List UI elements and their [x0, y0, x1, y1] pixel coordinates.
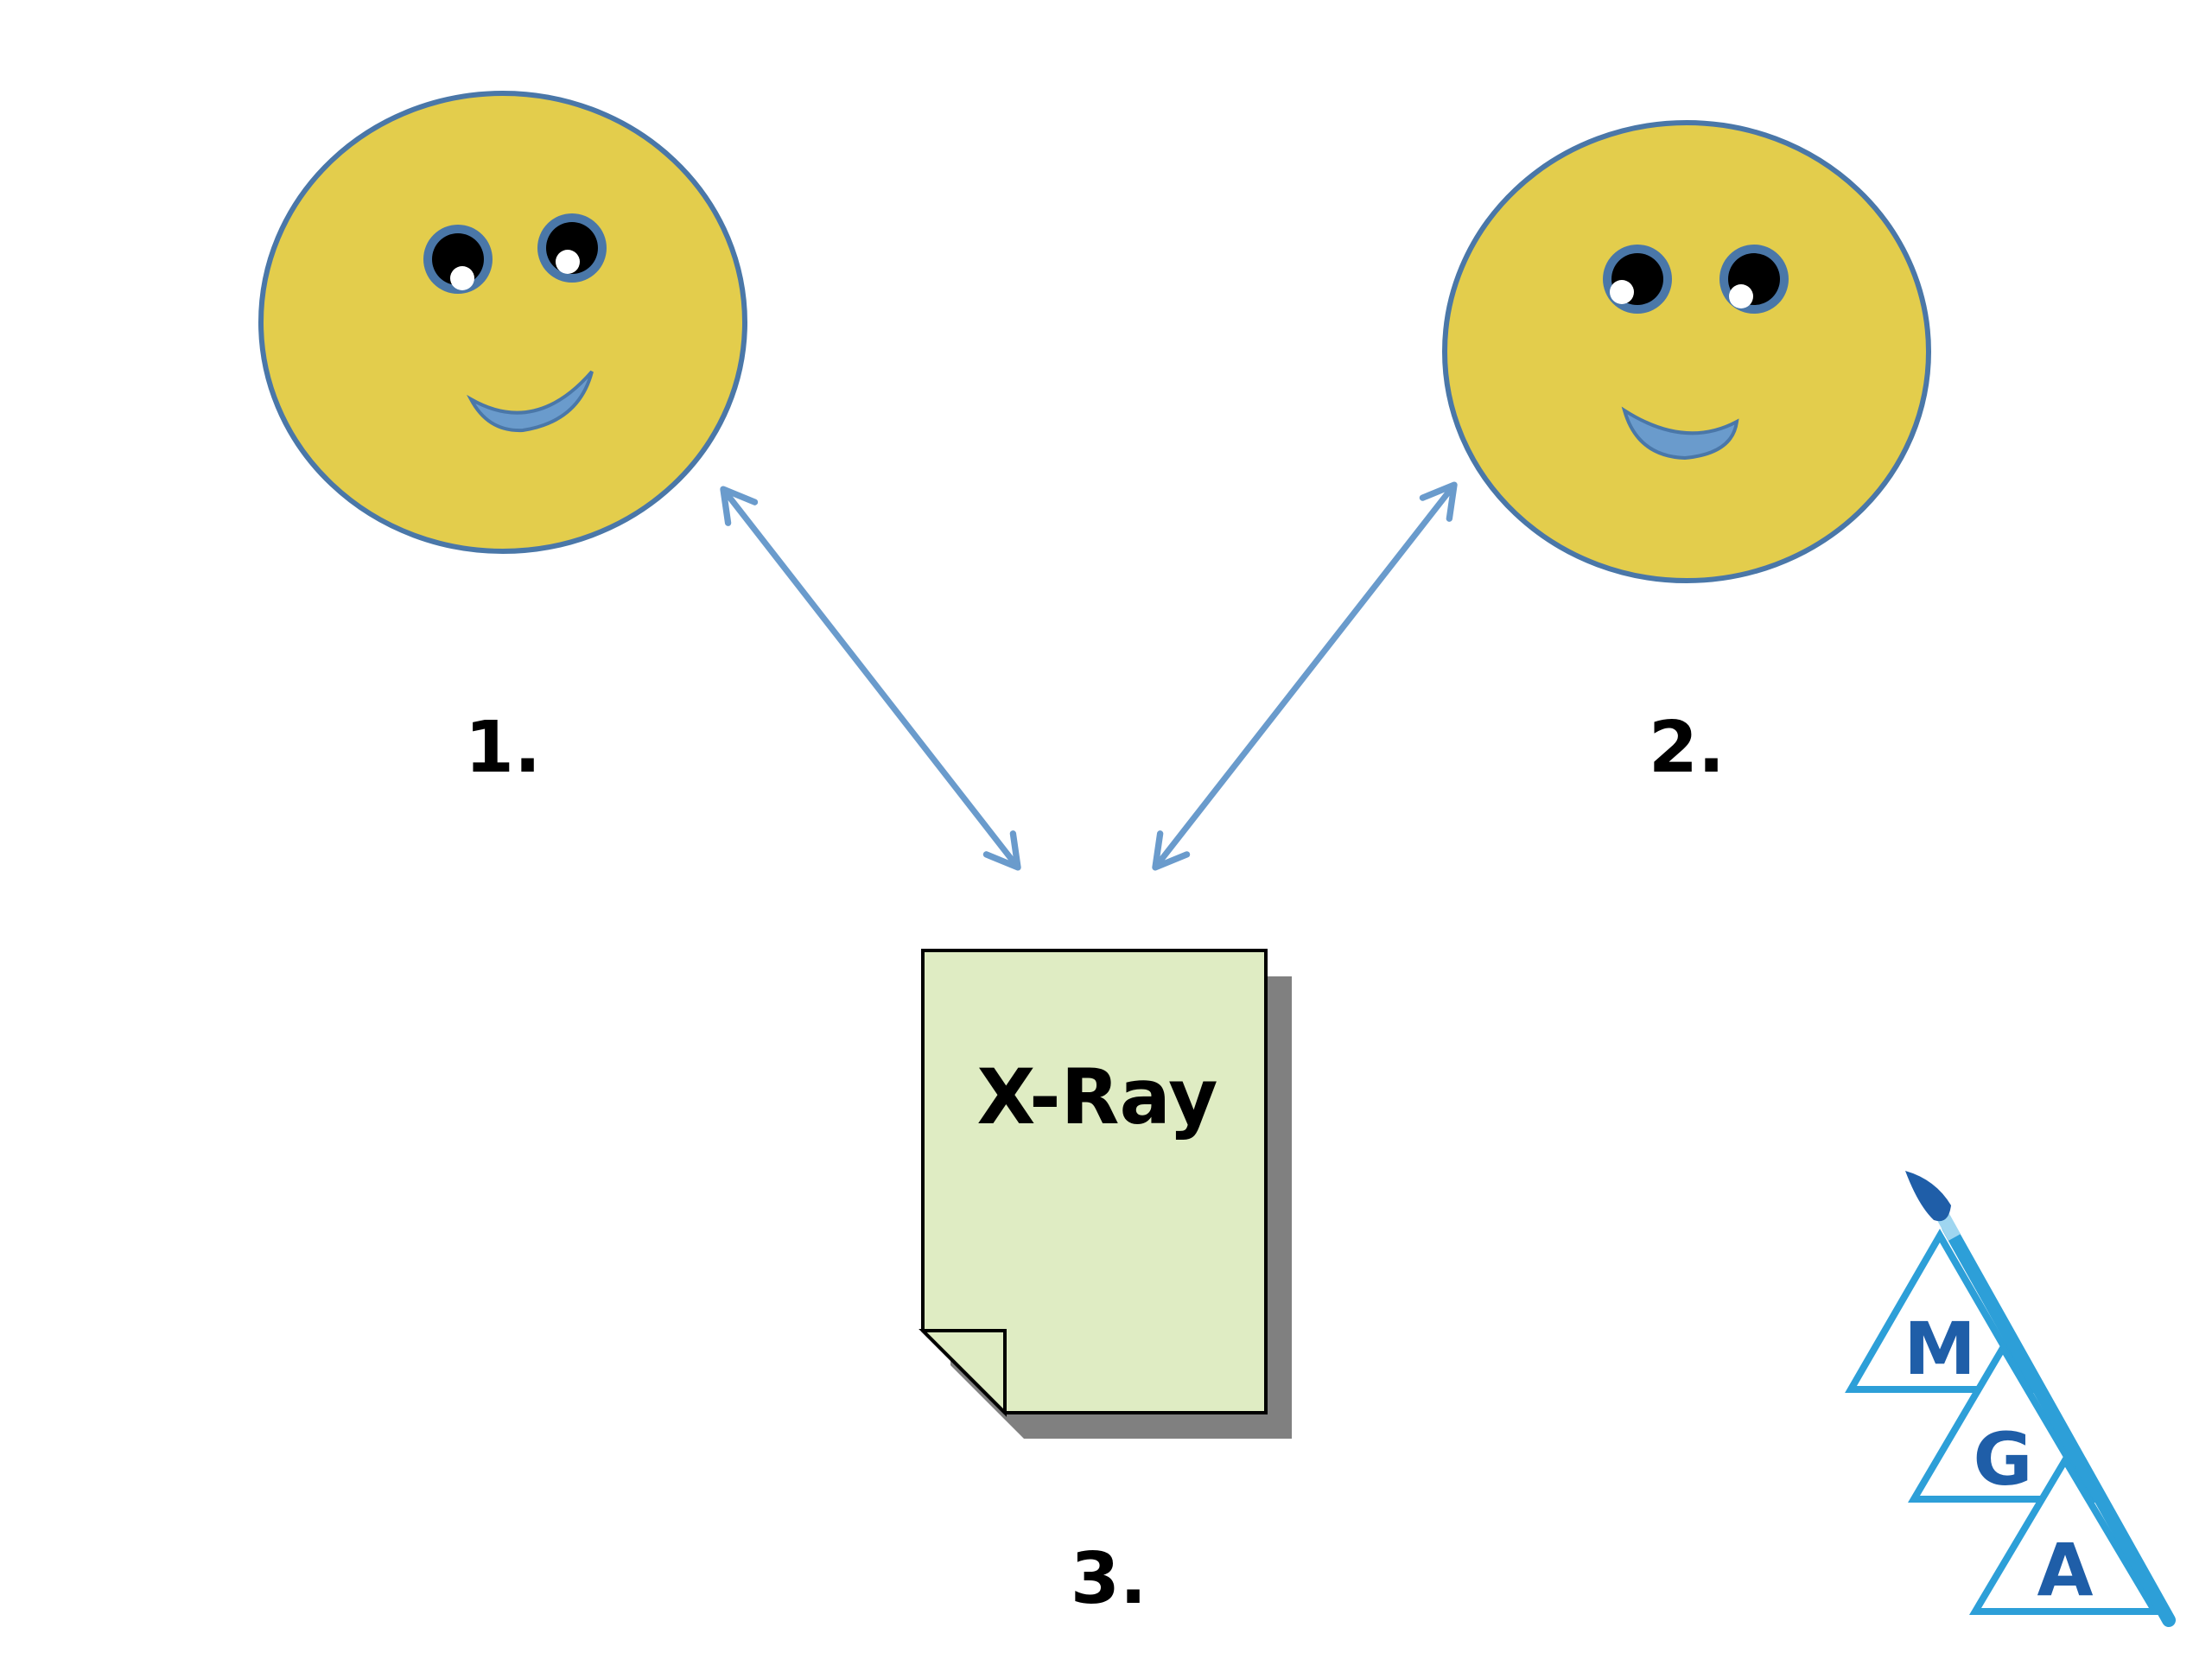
paintbrush-handle [1942, 1220, 2176, 1627]
document-page [921, 949, 1268, 1414]
smiley-face-person-2 [1442, 120, 1931, 583]
label-person-2: 2. [1649, 707, 1725, 789]
label-person-1: 1. [465, 707, 541, 789]
logo-letter-a: A [2037, 1528, 2093, 1612]
smile [467, 370, 594, 433]
left-eye [1603, 245, 1672, 314]
logo-triangle-g [1908, 1341, 2098, 1503]
right-eye [1719, 245, 1789, 314]
xray-document: X-Ray [918, 949, 1292, 1439]
document-title: X-Ray [977, 1052, 1218, 1141]
smile [1621, 406, 1739, 461]
arrow-person-1-to-document [720, 486, 1021, 871]
right-eye [537, 213, 607, 283]
smiley-face-person-1 [258, 91, 747, 554]
label-document: 3. [1071, 1538, 1147, 1620]
logo-triangle-a [1968, 1453, 2162, 1615]
logo-letter-g: G [1974, 1417, 2033, 1502]
arrow-person-2-to-document [1152, 481, 1458, 871]
logo-triangle-m [1845, 1229, 2035, 1393]
logo-letter-m: M [1904, 1306, 1976, 1391]
left-eye [423, 225, 493, 294]
document-folded-corner [918, 1329, 1007, 1417]
paintbrush-icon [1905, 1171, 1951, 1222]
mga-logo: M G A [1845, 1171, 2176, 1627]
